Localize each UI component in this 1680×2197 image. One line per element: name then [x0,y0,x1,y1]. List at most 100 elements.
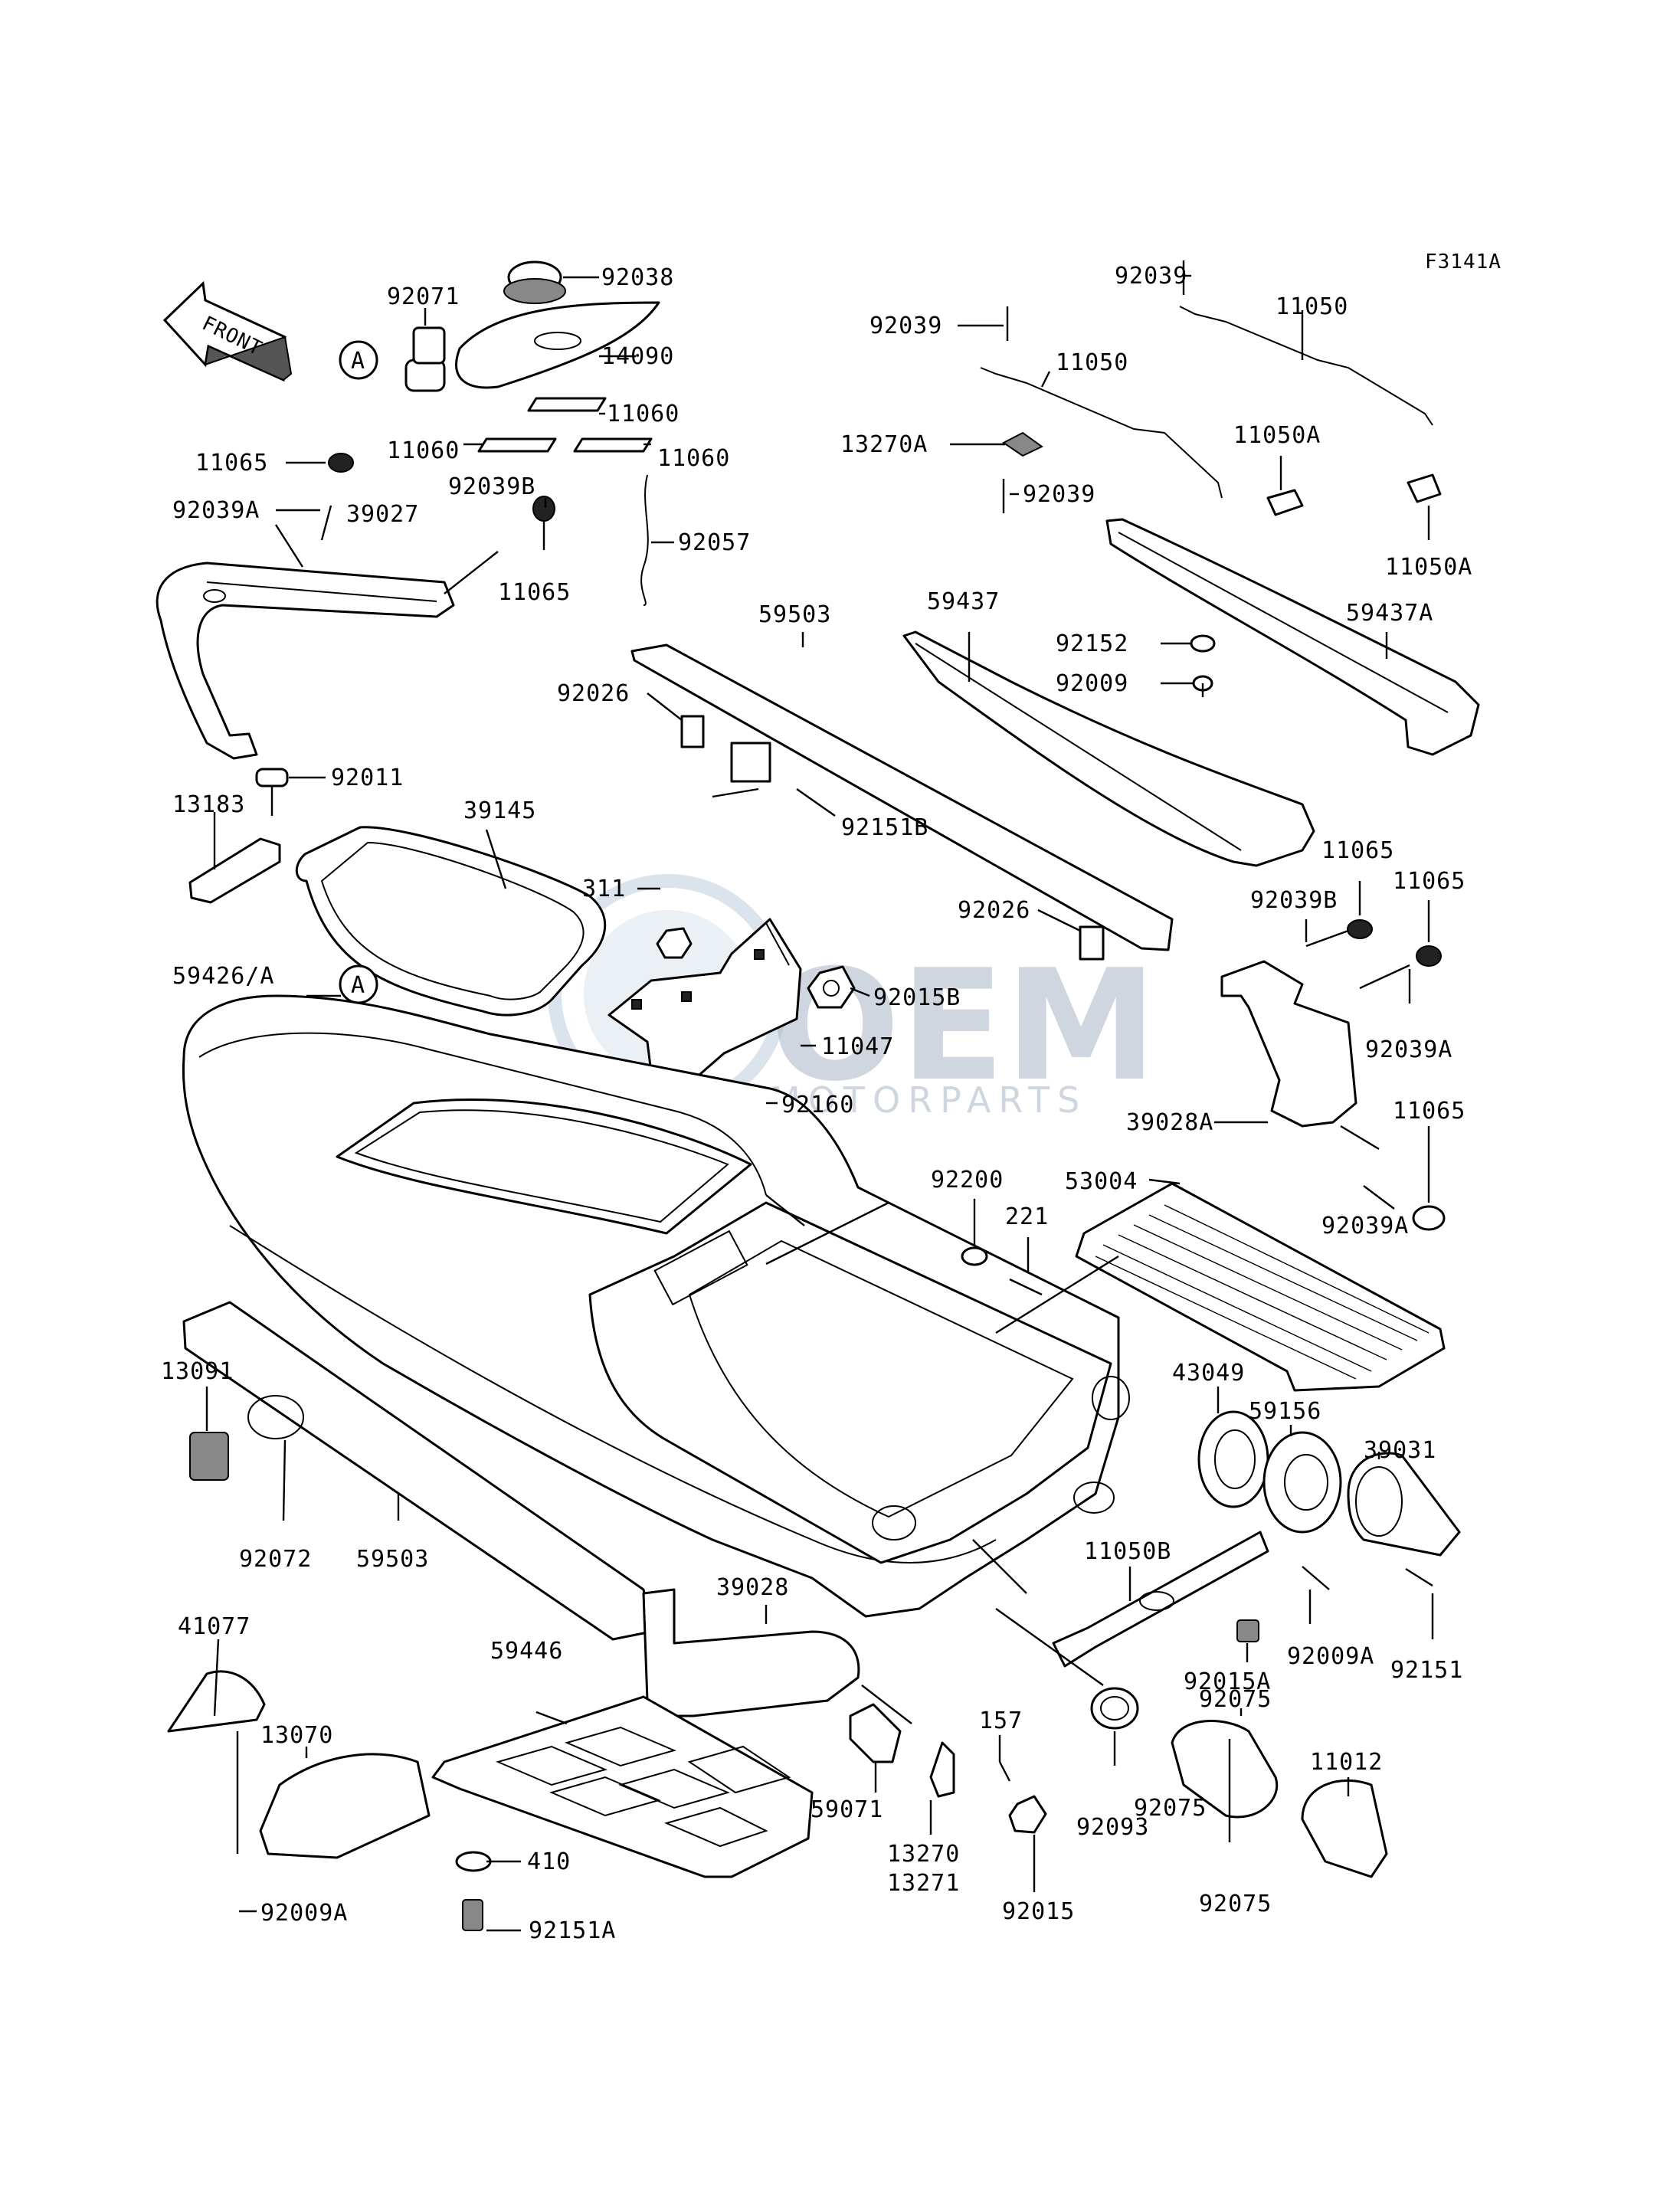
part-label: 92151A [529,1917,616,1944]
part-label: 13183 [172,791,245,818]
part-label: 92015 [1002,1898,1075,1925]
part-label: 53004 [1065,1168,1138,1195]
part-label: 11065 [1393,1098,1465,1125]
part-label: 92151 [1390,1657,1463,1684]
part-label: 92039A [1321,1213,1409,1239]
plug-92071 [404,326,446,392]
part-label: 92200 [931,1167,1004,1193]
part-label: 92026 [958,897,1030,924]
part-label: 11050A [1385,554,1472,581]
part-label: 11065 [1321,837,1394,864]
part-label: 92039A [172,497,260,524]
watermark: OEM MOTORPARTS [548,874,1158,1121]
part-label: 43049 [1172,1360,1245,1387]
part-label: 11050 [1056,349,1128,376]
part-label: 92039A [1365,1036,1452,1063]
part-label: 92039 [869,313,942,339]
part-label: 92160 [781,1092,854,1118]
part-label: 92039 [1115,263,1187,290]
part-label: 92057 [678,529,751,556]
part-label: 13270A [840,431,928,458]
part-label: 39028 [716,1574,789,1601]
rail-59437 [902,630,1315,867]
part-label: 14090 [601,343,674,370]
reference-marks: A A [339,340,378,1004]
part-label: 92038 [601,264,674,291]
part-label: 13270 [887,1841,960,1868]
part-label: 13091 [161,1358,234,1385]
part-label: 13070 [260,1722,333,1749]
cord-92057 [640,474,649,606]
part-label: 59426/A [172,963,274,990]
reference-mark-a-top: A [351,348,365,375]
part-label: 92015B [873,984,961,1011]
part-label: 11047 [821,1033,894,1060]
part-label: 11050B [1084,1538,1171,1565]
part-label: 92011 [331,765,404,791]
gasket-39145 [295,826,607,1017]
part-label: 59503 [758,601,831,628]
handle-39028 [642,1588,860,1717]
part-label: 39031 [1364,1437,1436,1464]
part-label: 11065 [498,579,571,606]
part-label: 59446 [490,1638,563,1665]
flange-59156 [1262,1431,1342,1534]
reference-mark-a-hull: A [351,972,365,999]
part-label: 410 [527,1848,571,1875]
part-label: 11060 [657,445,730,472]
bellows-92075 [1171,1720,1279,1819]
gasket-43049 [1197,1410,1269,1508]
part-labels: 92071 92038 14090 11060 11060 11060 1106… [161,263,1472,1944]
cover-14090 [455,301,660,389]
part-label: 92015A [1184,1668,1271,1695]
part-label: 221 [1005,1203,1049,1230]
part-label: 92009A [1287,1643,1374,1670]
front-arrow: FRONT [162,280,293,382]
watermark-sub: MOTORPARTS [770,1079,1087,1121]
part-label: 92075 [1199,1686,1272,1713]
rail-59437A [1105,518,1480,756]
watermark-brand: OEM [770,937,1158,1115]
part-label: 11065 [1393,868,1465,895]
part-label: 92026 [557,680,630,707]
grate-59446 [431,1695,814,1878]
part-label: 92093 [1076,1814,1149,1841]
part-label: 92039 [1023,481,1095,508]
knob-92038 [503,260,566,304]
leader-lines [205,274,1434,1932]
part-label: 92039B [1250,887,1338,914]
bracket-39028A [1220,960,1357,1128]
part-label: 11050A [1233,422,1321,449]
part-label: 92151B [841,814,928,841]
handle-39027 [156,562,455,760]
part-label: 11050 [1276,293,1348,320]
part-label: 59437 [927,588,1000,615]
cap-11012 [1301,1779,1388,1878]
part-label: 92072 [239,1546,312,1573]
part-label: 311 [582,876,626,902]
part-label: 92075 [1134,1795,1207,1822]
part-label: 41077 [178,1613,251,1640]
part-label: 59071 [811,1796,883,1823]
part-label: 59503 [356,1546,429,1573]
part-label: 92075 [1199,1891,1272,1917]
cone-39031 [1347,1452,1461,1557]
part-label: 92039B [448,473,535,500]
fitting-59071 [849,1703,902,1763]
part-label: 11012 [1310,1749,1383,1776]
part-label: 92009 [1056,670,1128,697]
mat-53004 [1075,1182,1446,1392]
part-label: 39028A [1126,1109,1213,1136]
cover-41077 [167,1670,266,1733]
part-label: 92009A [260,1900,348,1927]
part-label: 11060 [607,401,680,427]
part-label: 11060 [387,437,460,464]
diagram-code: F3141A [1425,250,1502,273]
part-label: 59156 [1249,1398,1321,1425]
part-label: 11065 [195,450,268,476]
part-label: 39145 [463,797,536,824]
part-label: 92071 [387,283,460,310]
part-label: 39027 [346,501,419,528]
part-label: 59437A [1346,600,1433,627]
